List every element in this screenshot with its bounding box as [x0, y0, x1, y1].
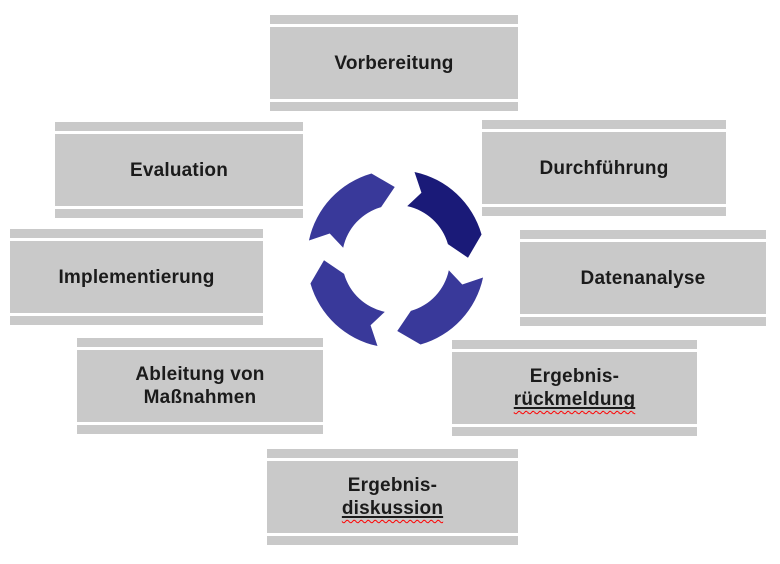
step-accent-bar-bottom	[55, 209, 303, 218]
cycle-arrow-segment-top-left	[308, 173, 395, 248]
step-panel: Ergebnis- rückmeldung	[452, 352, 697, 424]
step-label: Vorbereitung	[334, 52, 453, 75]
step-label-line: Datenanalyse	[580, 267, 706, 289]
step-box-ableitung-von-massnahmen: Ableitung von Maßnahmen	[77, 338, 323, 434]
step-panel: Evaluation	[55, 134, 303, 206]
step-label-line: rückmeldung	[513, 389, 636, 410]
step-accent-bar-top	[267, 449, 518, 458]
cycle-arrow-segment-bottom-right	[397, 270, 484, 345]
step-accent-bar-top	[520, 230, 766, 239]
spellchecked-word: diskussion	[342, 497, 443, 520]
step-label-line: Ergebnis-	[347, 475, 438, 496]
step-accent-bar-bottom	[267, 536, 518, 545]
step-accent-bar-top	[55, 122, 303, 131]
step-accent-bar-bottom	[482, 207, 726, 216]
step-label-line: Evaluation	[129, 159, 229, 181]
step-label: Ergebnis- diskussion	[342, 474, 443, 520]
step-accent-bar-top	[10, 229, 263, 238]
step-accent-bar-top	[270, 15, 518, 24]
cycle-arrows-icon	[308, 171, 484, 347]
step-label-line: Durchführung	[539, 157, 669, 179]
step-panel: Datenanalyse	[520, 242, 766, 314]
step-panel: Durchführung	[482, 132, 726, 204]
step-label: Evaluation	[130, 159, 228, 182]
step-label-line: Implementierung	[58, 266, 215, 288]
cycle-arrow-segment-top-right	[407, 171, 482, 258]
step-label: Implementierung	[58, 266, 214, 289]
step-label: Datenanalyse	[581, 267, 706, 290]
step-box-implementierung: Implementierung	[10, 229, 263, 325]
step-accent-bar-bottom	[520, 317, 766, 326]
step-accent-bar-top	[77, 338, 323, 347]
step-box-vorbereitung: Vorbereitung	[270, 15, 518, 111]
step-accent-bar-top	[452, 340, 697, 349]
step-label-line: Ableitung von	[135, 364, 265, 385]
step-accent-bar-top	[482, 120, 726, 129]
step-accent-bar-bottom	[270, 102, 518, 111]
step-label-line: diskussion	[341, 498, 444, 519]
step-panel: Ableitung von Maßnahmen	[77, 350, 323, 422]
step-box-datenanalyse: Datenanalyse	[520, 230, 766, 326]
step-box-evaluation: Evaluation	[55, 122, 303, 218]
step-label-line: Ergebnis-	[529, 366, 620, 387]
step-box-durchfuehrung: Durchführung	[482, 120, 726, 216]
step-panel: Ergebnis- diskussion	[267, 461, 518, 533]
step-label-line: Vorbereitung	[334, 52, 454, 74]
step-label: Durchführung	[539, 157, 668, 180]
cycle-arrow-segment-bottom-left	[310, 260, 385, 347]
step-label: Ableitung von Maßnahmen	[135, 363, 264, 409]
step-label: Ergebnis- rückmeldung	[514, 365, 636, 411]
step-label-line: Maßnahmen	[143, 387, 257, 408]
step-accent-bar-bottom	[77, 425, 323, 434]
step-panel: Implementierung	[10, 241, 263, 313]
step-box-ergebnis-diskussion: Ergebnis- diskussion	[267, 449, 518, 545]
step-panel: Vorbereitung	[270, 27, 518, 99]
step-accent-bar-bottom	[10, 316, 263, 325]
step-accent-bar-bottom	[452, 427, 697, 436]
step-box-ergebnis-rueckmeldung: Ergebnis- rückmeldung	[452, 340, 697, 436]
spellchecked-word: rückmeldung	[514, 388, 636, 411]
